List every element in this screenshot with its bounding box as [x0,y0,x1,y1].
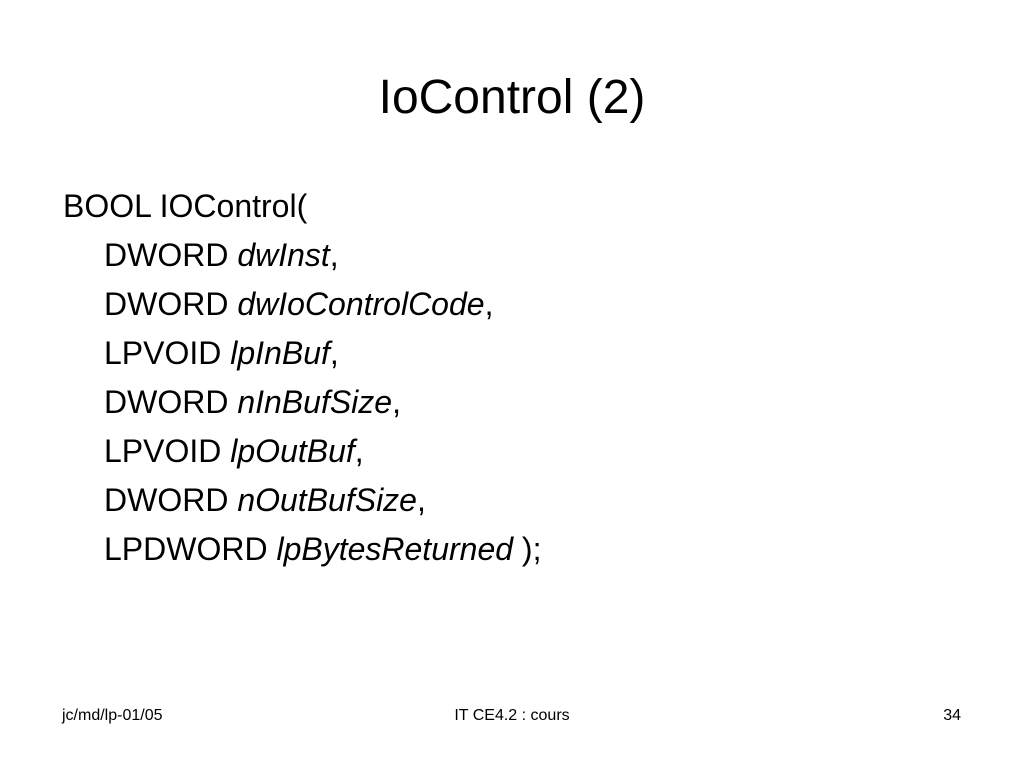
param-suffix: , [484,286,494,322]
param-suffix: , [392,384,401,420]
param-line: DWORD nOutBufSize, [63,476,963,525]
param-line: LPDWORD lpBytesReturned ); [63,525,963,574]
slide-title: IoControl (2) [378,71,646,124]
param-name: lpOutBuf [230,433,355,469]
param-name: dwInst [237,237,330,273]
param-name: lpBytesReturned [276,531,514,567]
param-name: nOutBufSize [237,482,417,518]
param-type: LPVOID [104,433,222,469]
param-line: LPVOID lpInBuf, [63,329,963,378]
param-line: DWORD dwInst, [63,231,963,280]
param-name: nInBufSize [237,384,393,420]
param-type: LPVOID [104,335,222,371]
param-suffix: ); [513,531,542,567]
footer-author-date: jc/md/lp-01/05 [62,707,163,724]
param-name: lpInBuf [230,335,330,371]
param-suffix: , [329,237,339,273]
param-suffix: , [416,482,426,518]
function-signature: BOOL IOControl( DWORD dwInst, DWORD dwIo… [63,182,963,574]
param-line: DWORD dwIoControlCode, [63,280,963,329]
signature-opening: BOOL IOControl( [63,188,308,224]
param-type: DWORD [104,384,229,420]
param-type: DWORD [104,237,229,273]
param-name: dwIoControlCode [237,286,485,322]
param-line: DWORD nInBufSize, [63,378,963,427]
param-type: LPDWORD [104,531,268,567]
param-type: DWORD [104,482,229,518]
param-suffix: , [329,335,339,371]
param-line: LPVOID lpOutBuf, [63,427,963,476]
footer-course: IT CE4.2 : cours [454,707,570,724]
footer-page-number: 34 [943,707,961,724]
param-type: DWORD [104,286,229,322]
param-suffix: , [354,433,364,469]
